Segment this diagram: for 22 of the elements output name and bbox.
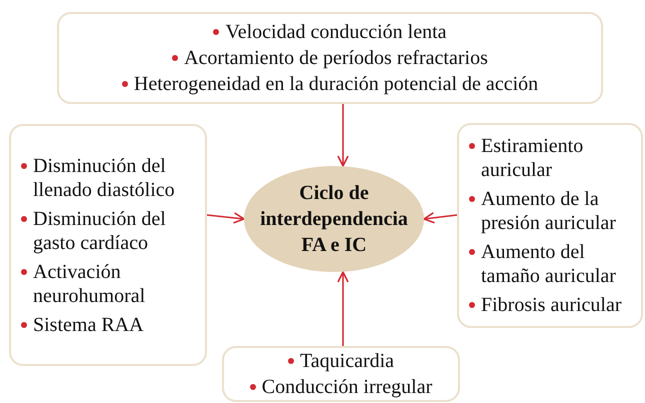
cycle-title: Ciclo de interdependencia FA e IC xyxy=(259,181,409,258)
arrow xyxy=(206,212,245,224)
arrow xyxy=(337,271,349,346)
factor-box xyxy=(457,123,643,328)
list-item-text: Taquicardia xyxy=(300,349,394,373)
list-item-text: Acortamiento de períodos refractarios xyxy=(184,46,488,70)
factor-box xyxy=(9,124,207,366)
list-item-text: Sistema RAA xyxy=(33,312,144,336)
arrow xyxy=(423,212,458,224)
list-item-text: Fibrosis auricular xyxy=(481,293,622,317)
list-item-text: Estiramiento auricular xyxy=(481,134,584,182)
list-item-text: Aumento de la presión auricular xyxy=(481,187,617,235)
list-item-text: Aumento del tamaño auricular xyxy=(481,240,617,288)
arrow xyxy=(337,104,349,167)
factor-box xyxy=(57,12,603,104)
list-item-text: Conducción irregular xyxy=(262,375,432,399)
list-item-text: Velocidad conducción lenta xyxy=(225,20,447,44)
factor-box xyxy=(222,346,460,402)
list-item-text: Activación neurohumoral xyxy=(33,260,146,308)
list-item-text: Disminución del llenado diastólico xyxy=(33,154,176,202)
list-item-text: Heterogeneidad en la duración potencial de acción xyxy=(134,72,538,96)
list-item-text: Disminución del gasto cardíaco xyxy=(33,206,167,254)
